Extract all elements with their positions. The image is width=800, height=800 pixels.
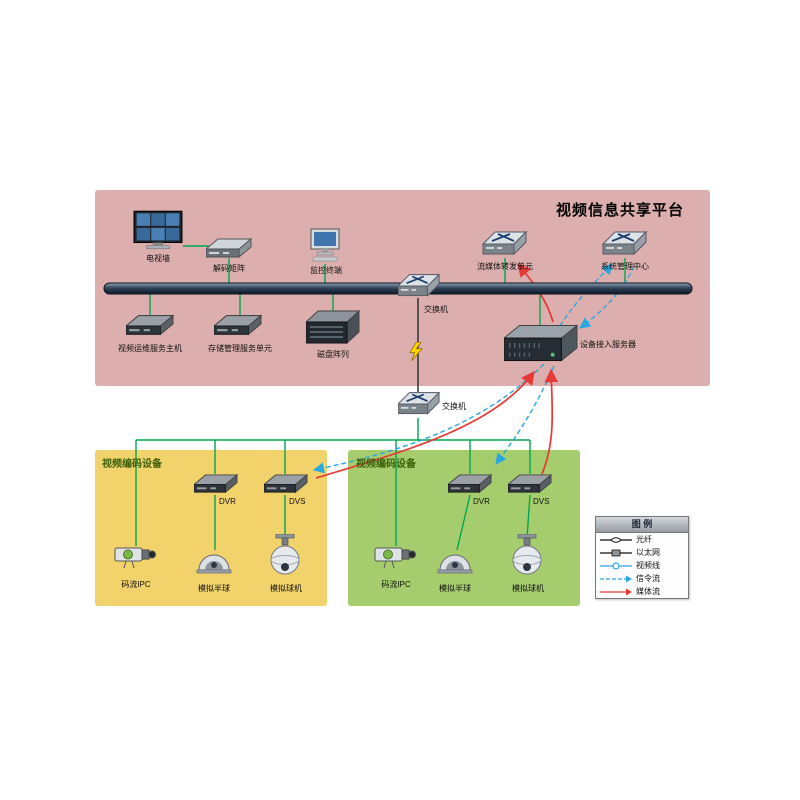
legend-item-media: 媒体流 [596,585,688,598]
ptz-camera-right-label: 模拟球机 [512,584,544,593]
ethernet-line-icon [600,549,632,556]
encode-zone-left-label: 视频编码设备 [102,459,162,470]
monitor-terminal-icon [310,228,340,262]
ops-host-label: 视频运维服务主机 [118,344,182,353]
dome-camera-right-label: 模拟半球 [439,584,471,593]
encode-zone-right-label: 视频编码设备 [356,459,416,470]
legend-item-label: 媒体流 [636,587,660,596]
legend-item-label: 以太网 [636,548,660,557]
media-flow-icon [600,588,632,595]
legend-item-ethernet: 以太网 [596,546,688,559]
legend-item-video: 视频线 [596,559,688,572]
monitor-terminal-label: 监控终端 [310,266,342,275]
access-server-icon [504,324,578,362]
dvs-right-label: DVS [533,497,550,506]
signal-flow-arrows [312,263,635,474]
dome-camera-left-label: 模拟半球 [198,584,230,593]
stream-forward-unit-icon [481,230,528,256]
legend-item-label: 信令流 [636,574,660,583]
ipc-camera-left-label: 码流IPC [121,580,151,589]
ipc-camera-right-icon [374,547,416,569]
core-switch-label: 交换机 [424,305,448,314]
disk-array-label: 磁盘阵列 [317,350,349,359]
dome-camera-left-icon [196,554,232,574]
page-title: 视频信息共享平台 [555,202,684,219]
dvs-left-label: DVS [289,497,306,506]
storage-mgmt-unit-label: 存储管理服务单元 [208,344,272,353]
decoder-matrix-icon [206,238,252,258]
ptz-camera-left-label: 模拟球机 [270,584,302,593]
lightning-icon [409,342,423,361]
ops-host-icon [126,315,174,335]
legend: 图 例 光纤 以太网 视频线 [595,516,689,599]
aggregation-switch-icon [398,391,440,415]
stream-forward-unit-label: 流媒体转发单元 [477,262,533,271]
legend-item-label: 光纤 [636,535,652,544]
legend-title: 图 例 [596,517,688,533]
signal-flow-icon [600,575,632,582]
dvs-right-icon [508,474,552,493]
ptz-camera-left-icon [270,534,300,575]
media-flow-arrows [315,262,559,479]
dvr-left-icon [194,474,238,493]
ptz-camera-right-icon [512,534,542,575]
dvs-left-icon [264,474,308,493]
system-mgmt-center-label: 系统管理中心 [601,262,649,271]
legend-item-signal: 信令流 [596,572,688,585]
system-mgmt-center-icon [601,230,648,256]
legend-item-label: 视频线 [636,561,660,570]
ethernet-lines [135,245,626,551]
ipc-camera-right-label: 码流IPC [381,580,411,589]
storage-mgmt-unit-icon [214,315,262,335]
access-server-label: 设备接入服务器 [580,340,636,349]
aggregation-switch-label: 交换机 [442,402,466,411]
tv-wall-label: 电视墙 [146,254,170,263]
legend-item-fiber: 光纤 [596,533,688,546]
ipc-camera-left-icon [114,547,156,569]
dvr-right-label: DVR [473,497,490,506]
dome-camera-right-icon [437,554,473,574]
fiber-line-icon [600,536,632,543]
decoder-matrix-label: 解码矩阵 [213,264,245,273]
disk-array-icon [306,310,360,344]
dvr-right-icon [448,474,492,493]
dvr-left-label: DVR [219,497,236,506]
tv-wall-icon [133,210,183,250]
video-line-icon [600,561,632,570]
